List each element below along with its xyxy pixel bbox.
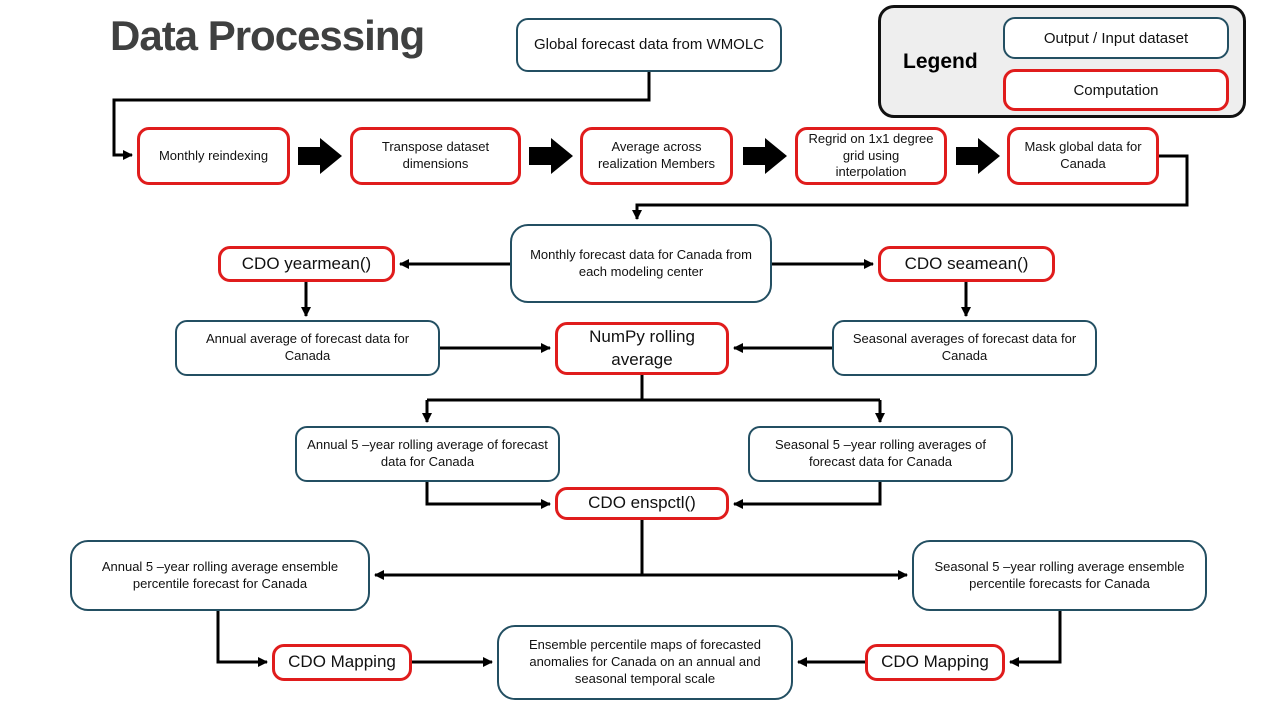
node-annual-average: Annual average of forecast data for Cana…	[175, 320, 440, 376]
legend: Legend Output / Input dataset Computatio…	[878, 5, 1246, 118]
node-regrid-interpolation: Regrid on 1x1 degree grid using interpol…	[795, 127, 947, 185]
legend-item-dataset: Output / Input dataset	[1003, 17, 1229, 59]
node-annual-5yr-rolling: Annual 5 –year rolling average of foreca…	[295, 426, 560, 482]
node-numpy-rolling-average: NumPy rolling average	[555, 322, 729, 375]
node-monthly-reindexing: Monthly reindexing	[137, 127, 290, 185]
node-annual-5yr-percentile: Annual 5 –year rolling average ensemble …	[70, 540, 370, 611]
node-cdo-enspctl: CDO enspctl()	[555, 487, 729, 520]
page-title: Data Processing	[110, 12, 425, 59]
legend-item-computation-label: Computation	[1073, 81, 1159, 99]
block-arrow	[743, 138, 787, 174]
legend-title: Legend	[903, 49, 978, 73]
legend-item-computation: Computation	[1003, 69, 1229, 111]
node-seasonal-5yr-percentile: Seasonal 5 –year rolling average ensembl…	[912, 540, 1207, 611]
node-cdo-mapping-right: CDO Mapping	[865, 644, 1005, 681]
node-cdo-mapping-left: CDO Mapping	[272, 644, 412, 681]
node-seasonal-averages: Seasonal averages of forecast data for C…	[832, 320, 1097, 376]
node-average-realization-members: Average across realization Members	[580, 127, 733, 185]
node-seasonal-5yr-rolling: Seasonal 5 –year rolling averages of for…	[748, 426, 1013, 482]
node-cdo-yearmean: CDO yearmean()	[218, 246, 395, 282]
node-mask-global-data: Mask global data for Canada	[1007, 127, 1159, 185]
node-ensemble-percentile-maps: Ensemble percentile maps of forecasted a…	[497, 625, 793, 700]
block-arrows	[298, 138, 1000, 174]
flow-arrows	[112, 72, 1189, 667]
block-arrow	[298, 138, 342, 174]
block-arrow	[529, 138, 573, 174]
legend-item-dataset-label: Output / Input dataset	[1043, 29, 1189, 47]
node-global-forecast-wmolc: Global forecast data from WMOLC	[516, 18, 782, 72]
block-arrow	[956, 138, 1000, 174]
node-transpose-dimensions: Transpose dataset dimensions	[350, 127, 521, 185]
node-monthly-forecast-canada: Monthly forecast data for Canada from ea…	[510, 224, 772, 303]
node-cdo-seamean: CDO seamean()	[878, 246, 1055, 282]
